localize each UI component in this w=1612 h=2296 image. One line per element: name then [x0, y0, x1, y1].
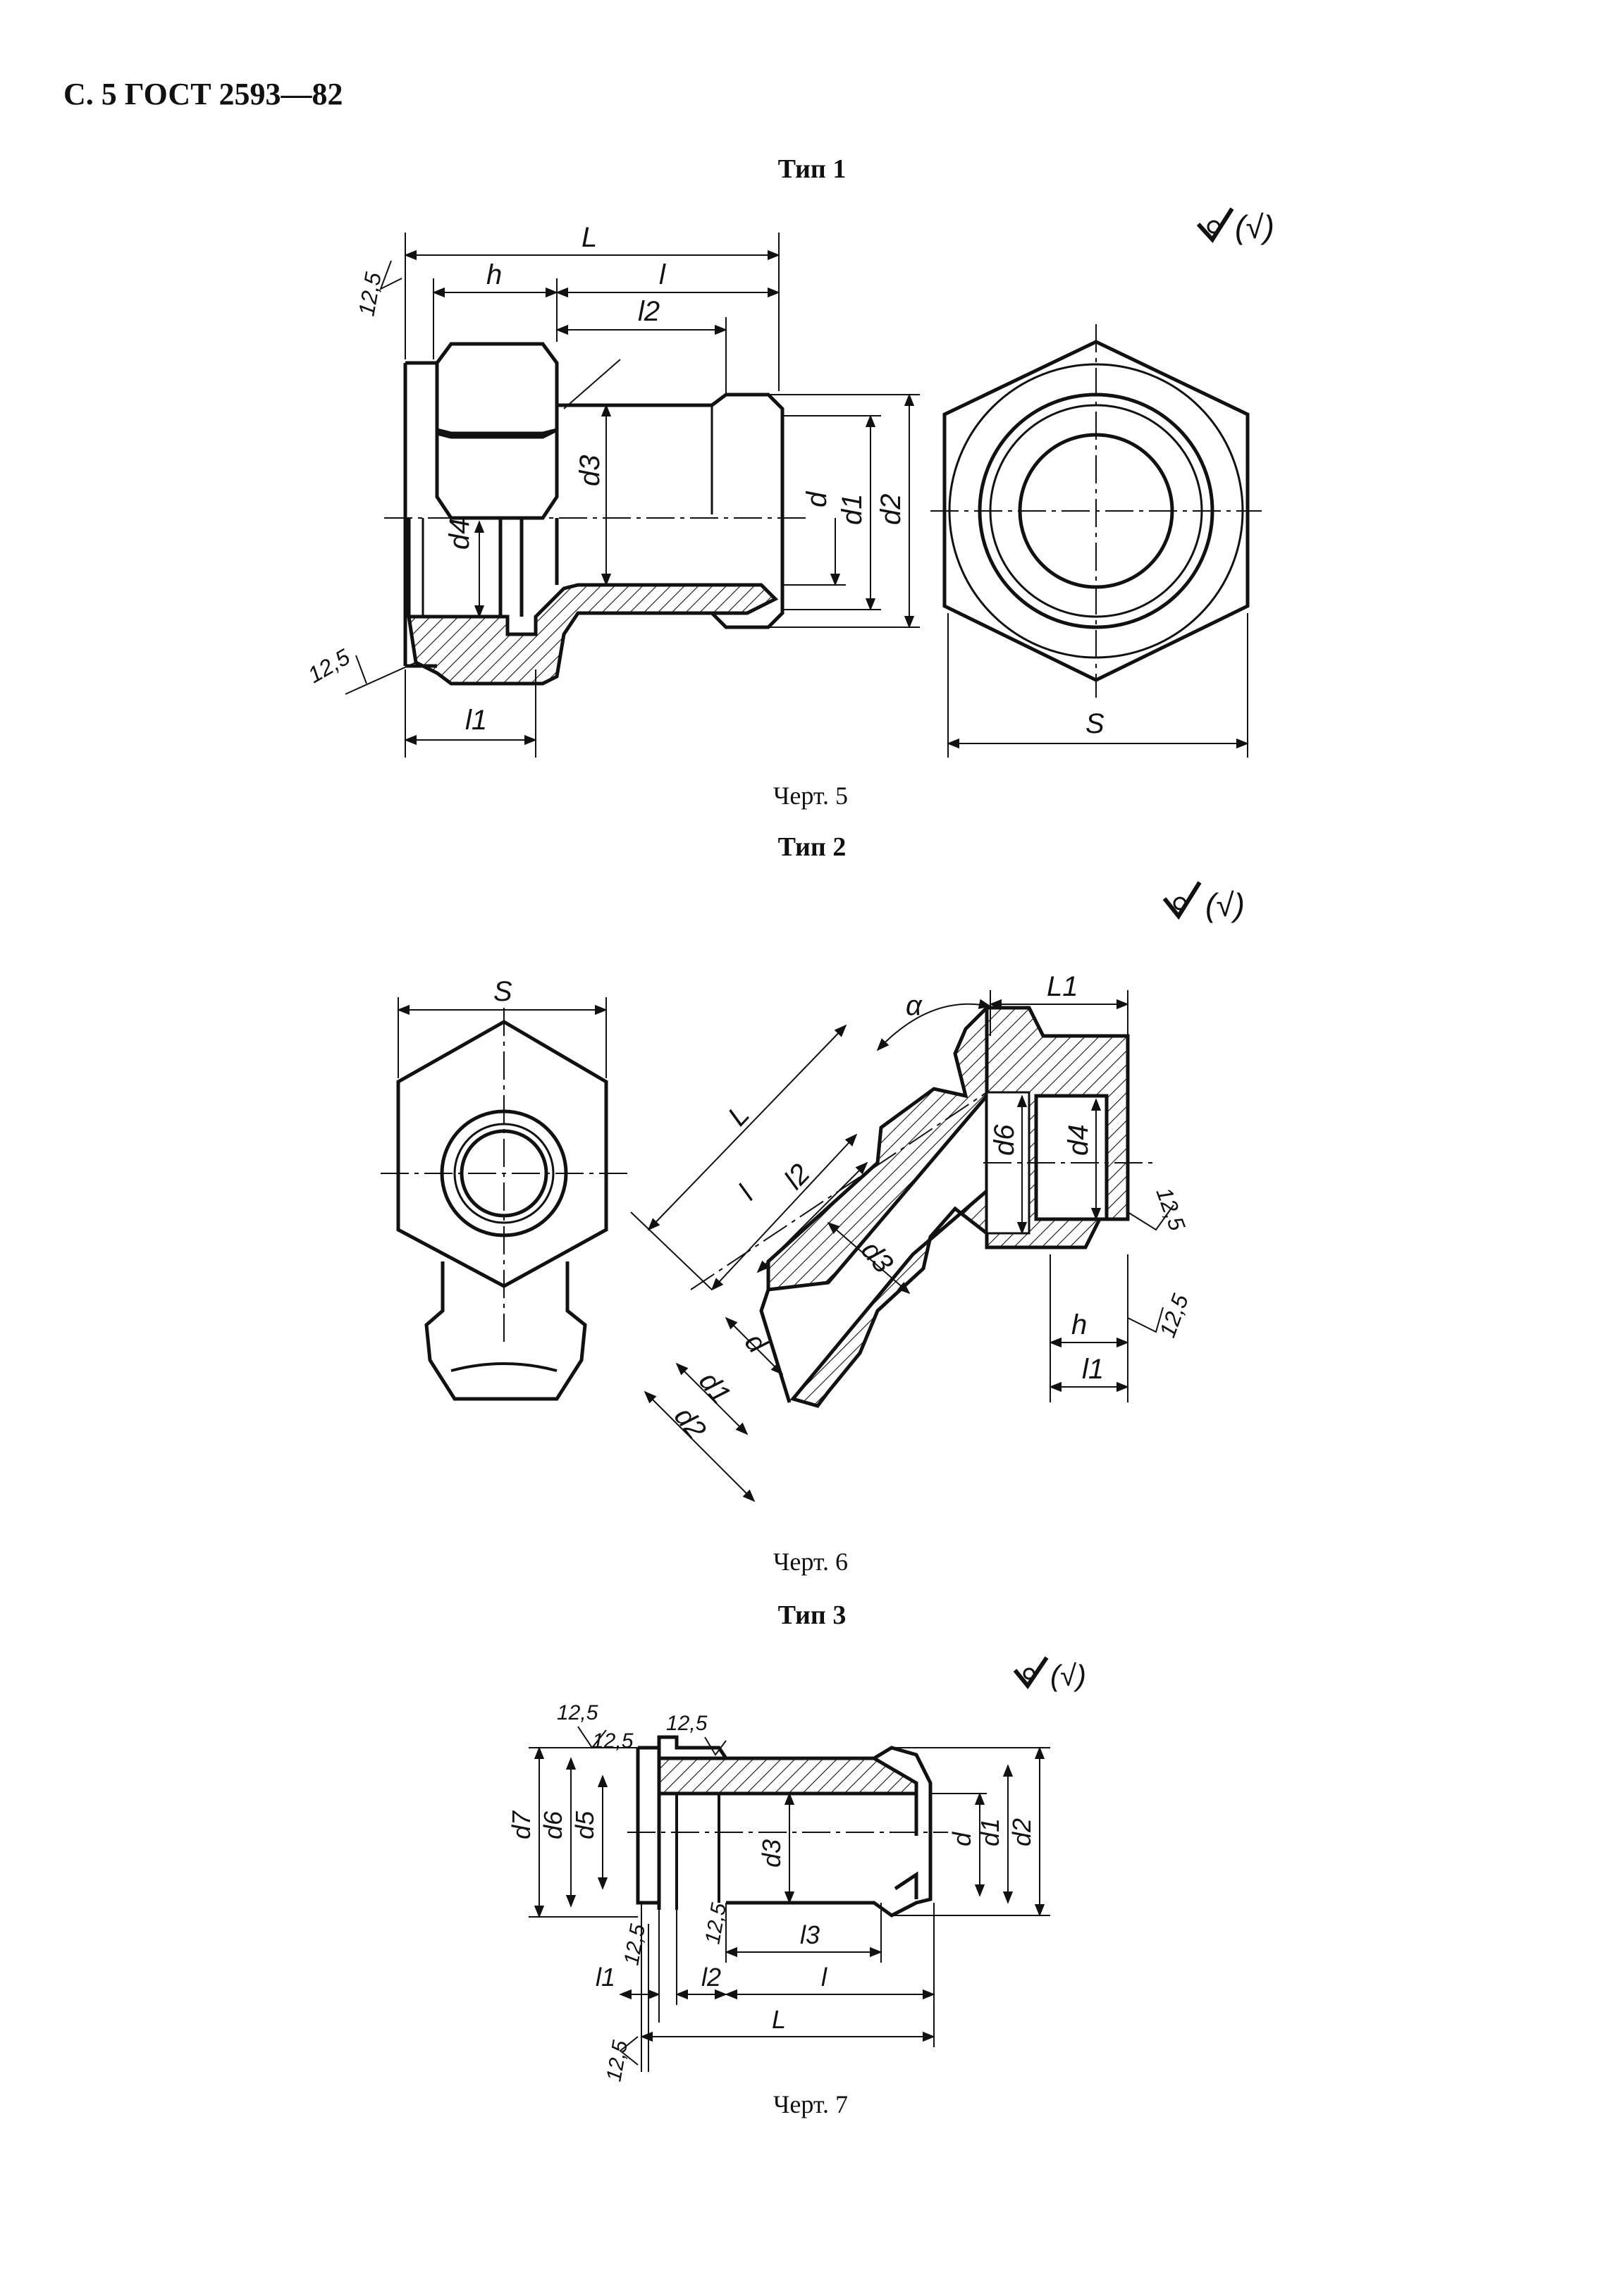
roughness-2: 12,5	[592, 1729, 634, 1753]
dim-alpha: α	[906, 990, 923, 1021]
dim-l1: l1	[1082, 1354, 1104, 1385]
page-header: С. 5 ГОСТ 2593—82	[63, 77, 343, 111]
dim-l1: l1	[596, 1963, 615, 1992]
dim-l1: l1	[465, 705, 487, 736]
dim-d1: d1	[976, 1818, 1004, 1846]
dim-l: l	[659, 259, 666, 290]
roughness-1: 12,5	[1151, 1184, 1190, 1234]
dim-l3: l3	[800, 1920, 820, 1949]
dim-S: S	[1085, 708, 1105, 739]
figure7-drawing: (√) d7 d6 d5 d3 d d1 d2	[507, 1656, 1086, 2083]
dim-d2: d2	[875, 494, 906, 526]
roughness-2: 12,5	[1155, 1290, 1193, 1340]
figure6-section-view: α L1 L l l2 d3 d6 d4 d	[630, 971, 1193, 1502]
roughness-2: 12,5	[304, 644, 355, 688]
dim-L: L	[582, 222, 597, 253]
dim-l2: l2	[638, 296, 660, 327]
type2-title: Тип 2	[777, 832, 847, 862]
roughness-4: 12,5	[620, 1922, 650, 1968]
dim-d4: d4	[444, 519, 475, 550]
dim-d3: d3	[574, 455, 605, 487]
dim-l2: l2	[778, 1158, 816, 1195]
figure5-caption: Черт. 5	[773, 782, 848, 810]
figure5-drawing: (√) L h l l2 d3 d4	[304, 207, 1274, 758]
dim-l: l	[732, 1180, 760, 1206]
roughness-3: 12,5	[666, 1712, 708, 1735]
figure6-left-view: S	[381, 976, 631, 1401]
type1-title: Тип 1	[777, 154, 847, 184]
dim-l: l	[821, 1963, 827, 1992]
dim-d: d	[947, 1832, 976, 1846]
dim-L: L	[772, 2005, 786, 2034]
dim-h: h	[486, 259, 502, 290]
figure6-caption: Черт. 6	[773, 1548, 848, 1576]
type3-title: Тип 3	[777, 1600, 847, 1630]
dim-d: d	[801, 490, 832, 507]
roughness-note: (√)	[1235, 209, 1274, 245]
dim-d4: d4	[1063, 1125, 1094, 1156]
dim-L1: L1	[1047, 971, 1078, 1002]
dim-d6: d6	[539, 1810, 567, 1839]
dim-S: S	[493, 976, 512, 1007]
figure6-drawing: (√) S	[381, 881, 1245, 1502]
dim-d2: d2	[668, 1401, 712, 1445]
dim-L: L	[722, 1099, 755, 1132]
dim-d5: d5	[570, 1810, 599, 1839]
figure7-caption: Черт. 7	[773, 2090, 848, 2118]
dim-d7: d7	[507, 1810, 536, 1839]
roughness-note: (√)	[1050, 1659, 1086, 1692]
roughness-sign-icon	[1196, 207, 1234, 243]
dim-d1: d1	[693, 1366, 737, 1409]
roughness-1: 12,5	[353, 270, 386, 318]
roughness-1: 12,5	[557, 1701, 598, 1724]
dim-d1: d1	[837, 494, 868, 526]
dim-d6: d6	[989, 1124, 1020, 1156]
roughness-sign-icon	[1162, 881, 1202, 920]
roughness-note: (√)	[1205, 887, 1245, 923]
dim-d2: d2	[1007, 1818, 1036, 1846]
dim-h: h	[1071, 1309, 1087, 1340]
dim-l2: l2	[701, 1963, 721, 1992]
roughness-sign-icon	[1013, 1656, 1049, 1690]
dim-d3: d3	[757, 1839, 786, 1868]
figure5-end-view: S	[930, 324, 1262, 758]
